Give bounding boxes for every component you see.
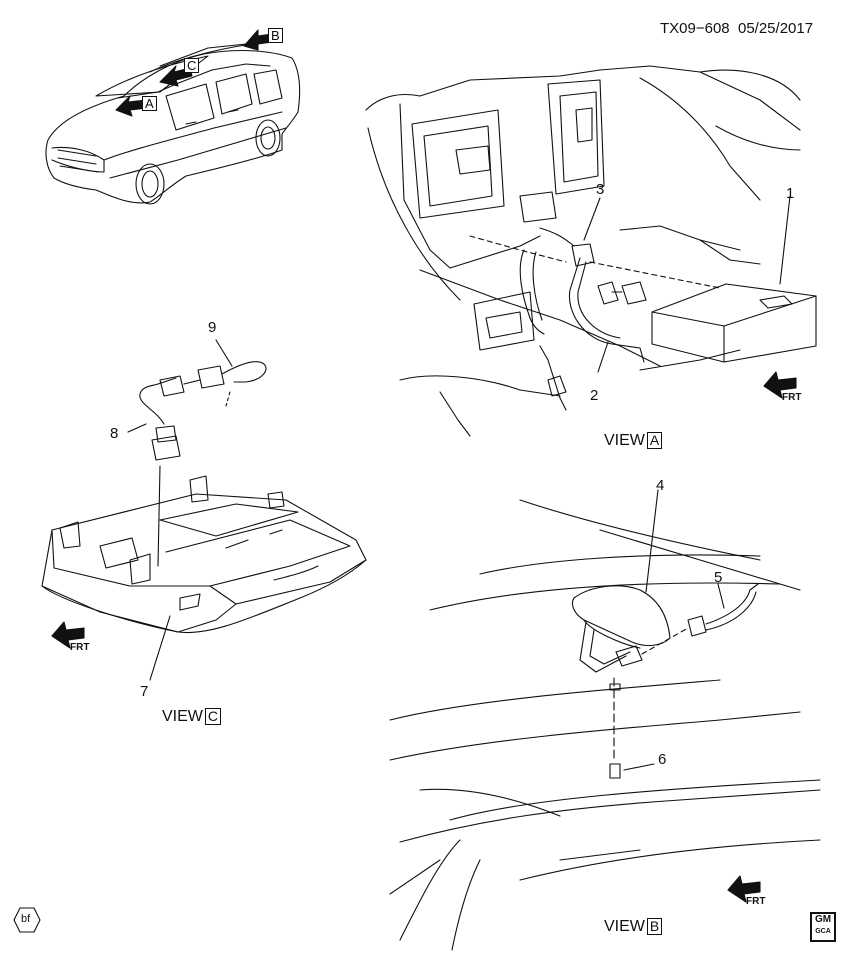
callout-4: 4	[656, 477, 665, 494]
callout-6: 6	[658, 751, 667, 768]
part-1-module	[651, 195, 817, 363]
view-a-letter: A	[646, 432, 663, 449]
gm-logo: GM GCA	[810, 912, 836, 942]
callout-7: 7	[140, 683, 149, 700]
vehicle-arrow-tag-a: A	[142, 96, 157, 111]
view-c-prefix: VIEW	[162, 708, 203, 725]
callout-9: 9	[208, 319, 217, 336]
drawing-date: 05/25/2017	[737, 20, 814, 37]
view-arrows	[115, 29, 273, 117]
view-c-letter: C	[204, 708, 222, 725]
frt-arrows	[51, 371, 797, 903]
bf-mark: bf	[21, 913, 31, 925]
vehicle-illustration	[45, 43, 301, 205]
part-4-5-6-antenna	[571, 489, 759, 779]
frt-label-view-b: FRT	[746, 896, 766, 907]
callout-8: 8	[110, 425, 119, 442]
part-2-3-harness	[469, 197, 721, 373]
view-c-illustration	[41, 465, 367, 681]
view-b-illustration	[389, 499, 821, 951]
view-b-letter: B	[646, 918, 663, 935]
gm-logo-bottom: GCA	[815, 928, 831, 935]
part-8-9-harness	[127, 339, 267, 461]
view-b-prefix: VIEW	[604, 918, 645, 935]
view-a-illustration	[365, 65, 801, 437]
frt-label-view-a: FRT	[782, 392, 802, 403]
drawing-header: TX09−608 05/25/2017	[660, 20, 813, 37]
callout-2: 2	[590, 387, 599, 404]
gm-logo-top: GM	[814, 914, 832, 925]
vehicle-arrow-tag-b: B	[268, 28, 283, 43]
callout-5: 5	[714, 569, 723, 586]
drawing-id: TX09−608	[660, 20, 730, 37]
vehicle-arrow-tag-c: C	[184, 58, 200, 73]
bf-hexagon	[13, 907, 41, 933]
callout-1: 1	[786, 185, 795, 202]
callout-3: 3	[596, 181, 605, 198]
view-a-prefix: VIEW	[604, 432, 645, 449]
frt-label-view-c: FRT	[70, 642, 90, 653]
